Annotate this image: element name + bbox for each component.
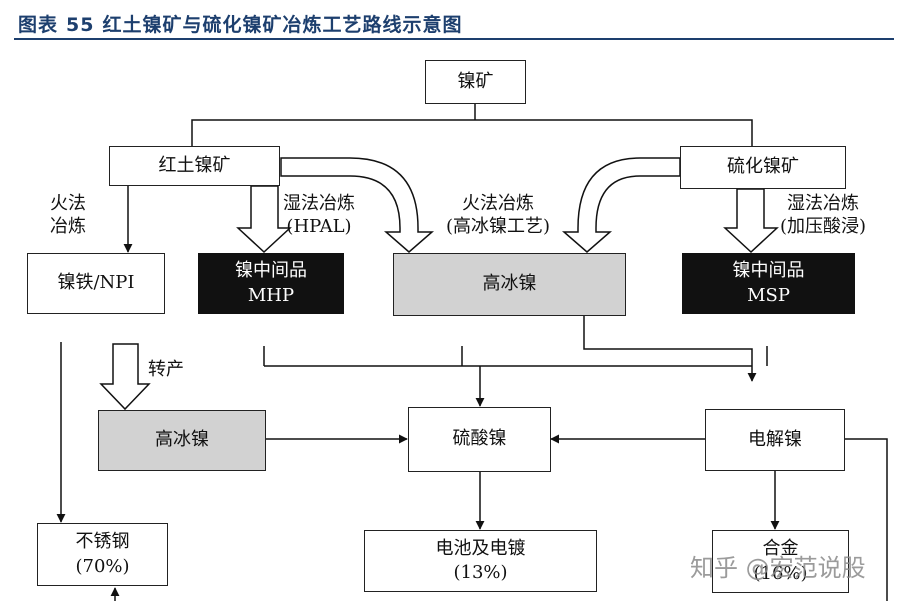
node-mhp-line2: MHP — [247, 284, 295, 306]
label-hydro-hpal-1: 湿法冶炼 — [283, 193, 355, 214]
label-pyro-left-1: 火法 — [50, 193, 86, 214]
node-laterite-text: 红土镍矿 — [158, 154, 231, 176]
hollow-arrow-conversion — [99, 343, 151, 411]
node-npi: 镍铁/NPI — [27, 253, 165, 314]
node-sulfide-text: 硫化镍矿 — [727, 156, 799, 178]
title-rule — [14, 38, 894, 40]
figure-number: 55 — [66, 14, 95, 36]
label-pyro-matte: 火法冶炼 (高冰镍工艺) — [446, 192, 550, 239]
figure-label: 图表 — [18, 14, 59, 36]
node-battery-line1: 电池及电镀 — [435, 537, 526, 559]
label-hydro-hpal-2: (HPAL) — [286, 216, 352, 238]
ore-branch — [191, 119, 753, 146]
node-matte-converted-text: 高冰镍 — [155, 429, 209, 451]
label-pyro-matte-1: 火法冶炼 — [462, 193, 535, 214]
label-hydro-right: 湿法冶炼 (加压酸浸) — [780, 192, 866, 239]
hollow-arrow-hpal — [236, 185, 292, 254]
node-mhp: 镍中间品 MHP — [198, 253, 344, 314]
node-mhp-line1: 镍中间品 — [235, 260, 307, 282]
node-nickel-ore: 镍矿 — [425, 60, 526, 104]
watermark: 知乎 @宏范说股 — [690, 554, 866, 582]
node-alloy: 合金 (16%) — [712, 530, 849, 593]
node-msp-line2: MSP — [747, 284, 790, 306]
node-matte-top-text: 高冰镍 — [482, 273, 537, 295]
label-hydro-right-2: (加压酸浸) — [780, 216, 867, 238]
node-msp: 镍中间品 MSP — [682, 253, 855, 314]
node-sulfide: 硫化镍矿 — [680, 146, 846, 189]
node-electrolytic-text: 电解镍 — [748, 428, 802, 450]
hollow-arrow-msp — [723, 188, 779, 254]
node-battery-line2: (13%) — [453, 562, 508, 583]
node-laterite: 红土镍矿 — [109, 146, 280, 186]
label-conversion-text: 转产 — [148, 359, 184, 380]
figure-title-text: 红土镍矿与硫化镍矿冶炼工艺路线示意图 — [102, 14, 463, 36]
node-alloy-line1: 合金 — [762, 538, 799, 560]
node-battery: 电池及电镀 (13%) — [364, 530, 597, 592]
label-pyro-left: 火法 冶炼 — [50, 192, 86, 239]
label-hydro-hpal: 湿法冶炼 (HPAL) — [283, 192, 355, 239]
label-pyro-left-2: 冶炼 — [50, 216, 86, 238]
node-msp-line1: 镍中间品 — [732, 260, 805, 282]
label-conversion: 转产 — [148, 358, 184, 381]
arrow-matte-to-electrolytic — [583, 316, 757, 382]
node-nickel-sulfate: 硫酸镍 — [408, 407, 551, 472]
node-stainless: 不锈钢 (70%) — [37, 523, 168, 586]
figure-title: 图表 55 红土镍矿与硫化镍矿冶炼工艺路线示意图 — [18, 10, 462, 37]
node-matte-top: 高冰镍 — [393, 253, 626, 316]
node-electrolytic: 电解镍 — [705, 409, 845, 471]
curved-arrow-right-matte — [561, 157, 681, 253]
node-alloy-line2: (16%) — [753, 562, 808, 584]
node-stainless-line1: 不锈钢 — [75, 531, 130, 553]
label-hydro-right-1: 湿法冶炼 — [787, 193, 860, 214]
node-nickel-ore-text: 镍矿 — [457, 70, 494, 92]
node-npi-text: 镍铁/NPI — [57, 272, 135, 294]
label-pyro-matte-2: (高冰镍工艺) — [446, 216, 551, 238]
curved-arrow-left-matte — [280, 157, 435, 253]
node-nickel-sulfate-text: 硫酸镍 — [452, 428, 507, 450]
line-electrolytic-right — [845, 438, 888, 601]
node-matte-converted: 高冰镍 — [98, 410, 266, 471]
node-stainless-line2: (70%) — [75, 555, 130, 577]
